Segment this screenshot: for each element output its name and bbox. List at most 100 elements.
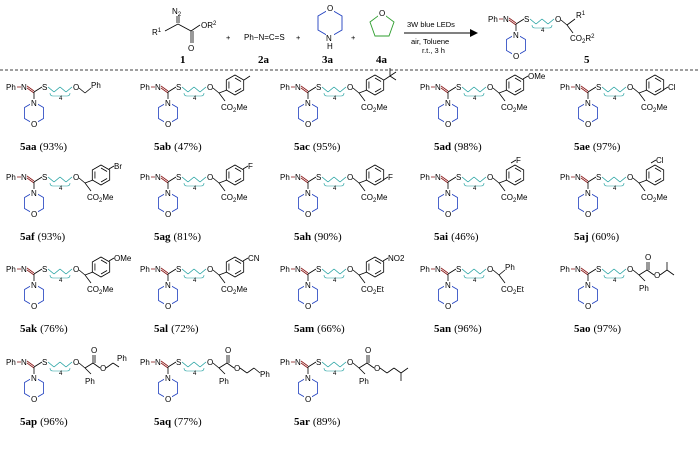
ch-aryl-bond xyxy=(498,89,508,94)
aromatic-double-bond xyxy=(514,77,522,82)
ether-o-label: O xyxy=(73,173,79,182)
c-s-bond xyxy=(167,86,177,93)
morpholine-ring: NO xyxy=(578,281,598,311)
ester-o-label: O xyxy=(100,364,106,373)
c-s-bond xyxy=(307,176,317,183)
conditions-light: 3W blue LEDs xyxy=(407,20,455,29)
morpholine-ring: NO xyxy=(158,374,178,404)
imine-double-bond xyxy=(300,87,309,94)
bond-line xyxy=(473,268,481,275)
morpholine-ring: NO xyxy=(298,189,318,219)
bond-line xyxy=(199,176,207,183)
ch-ester-bond xyxy=(638,182,646,192)
ch-aryl-bond xyxy=(84,87,92,94)
compound-label: 5aa(93%) xyxy=(20,141,67,153)
sulfur-label: S xyxy=(596,265,601,274)
aryl-substituent-label: Br xyxy=(114,162,122,171)
o-ch-bond xyxy=(492,87,500,94)
ch-aryl-bond xyxy=(638,274,646,282)
ester-label: CO2Me xyxy=(221,103,248,114)
o-ch-bond xyxy=(78,177,86,184)
sulfur-label: S xyxy=(42,83,47,92)
aromatic-double-bond xyxy=(234,178,242,183)
benzyl-ph-label: Ph xyxy=(117,354,127,363)
phenyl-label: Ph xyxy=(280,358,290,367)
ester-label: CO2Et xyxy=(361,285,385,296)
chain-bracket xyxy=(49,367,71,372)
bond-line xyxy=(59,86,67,93)
ch-aryl-bond xyxy=(218,271,228,276)
chain-bracket xyxy=(323,367,345,372)
general-reaction: N2 R1 O OR2 1 + Ph−N=C=S 2a + O N xyxy=(152,4,595,66)
bond-line xyxy=(199,86,207,93)
alkyl-bond xyxy=(253,367,261,374)
chain-subscript: 4 xyxy=(193,186,197,192)
morpholine-n-label: N xyxy=(585,99,591,108)
bond-line xyxy=(479,86,487,93)
bond-line xyxy=(541,18,549,25)
c-s-bond xyxy=(167,176,177,183)
phenyl-label: Ph xyxy=(140,173,150,182)
morpholine-o-label: O xyxy=(445,302,451,311)
carbonyl-o-label: O xyxy=(188,44,194,53)
morpholine-ring: NO xyxy=(158,99,178,129)
aryl-substituent-label: F xyxy=(388,173,393,182)
ch-aryl-bond xyxy=(358,89,368,94)
morpholine-ring: NO xyxy=(158,189,178,219)
imine-double-bond xyxy=(300,269,309,276)
c-s-bond xyxy=(587,86,597,93)
reagent-2a-isothiocyanate: Ph−N=C=S 2a xyxy=(244,33,285,66)
aryl-substituent-label: CN xyxy=(248,254,260,263)
compound-yield: (72%) xyxy=(171,323,199,335)
morpholine-n-label: N xyxy=(31,189,37,198)
bond-line xyxy=(187,268,195,275)
imine-n-label: N xyxy=(295,83,301,92)
alkyl-substituent-bond xyxy=(243,75,251,81)
phenyl-label: Ph xyxy=(6,83,16,92)
ether-o-label: O xyxy=(627,83,633,92)
substituent-bond xyxy=(382,176,389,181)
alkyl-bond xyxy=(386,367,395,374)
alkyl-bond xyxy=(112,362,120,368)
chain-subscript: 4 xyxy=(59,96,63,102)
ester-label: CO2Me xyxy=(641,103,668,114)
compound-yield: (76%) xyxy=(40,323,68,335)
imine-double-bond xyxy=(160,175,169,182)
aryl-ring xyxy=(225,164,245,186)
bond-line xyxy=(53,86,61,93)
ch-ester-bond xyxy=(498,274,506,284)
c-o-bond xyxy=(226,362,235,369)
bond-line xyxy=(47,268,55,275)
reagent-3a-number: 3a xyxy=(322,54,334,66)
imine-n-label: N xyxy=(155,173,161,182)
ester-o-label: O xyxy=(374,364,380,373)
sulfur-label: S xyxy=(524,15,529,24)
morpholine-ring: NO xyxy=(158,281,178,311)
butyl-chain: 4 xyxy=(601,176,627,192)
imine-double-bond xyxy=(580,267,589,274)
compound-yield: (77%) xyxy=(174,416,202,428)
alkyl-bond xyxy=(246,367,255,374)
ch-aryl-bond xyxy=(358,367,366,375)
bond-line xyxy=(187,86,195,93)
alkyl-bond xyxy=(105,362,114,369)
phenyl-label: Ph xyxy=(280,83,290,92)
imine-double-bond xyxy=(160,269,169,276)
ester-o-label: O xyxy=(654,271,660,280)
bond-line xyxy=(181,86,189,93)
o-ch-bond xyxy=(352,362,360,369)
reagent-2a-number: 2a xyxy=(258,54,270,66)
chain-bracket xyxy=(603,274,625,279)
compound-yield: (93%) xyxy=(38,231,66,243)
reagent-3a-morpholine: O N H 3a xyxy=(317,4,343,66)
imine-double-bond xyxy=(26,362,35,369)
chain-subscript: 4 xyxy=(59,371,63,377)
imine-double-bond xyxy=(440,177,449,184)
compound-yield: (93%) xyxy=(40,141,68,153)
bond-line xyxy=(613,176,621,183)
o-ch-bond xyxy=(352,269,360,276)
butyl-chain: 4 xyxy=(47,268,73,284)
